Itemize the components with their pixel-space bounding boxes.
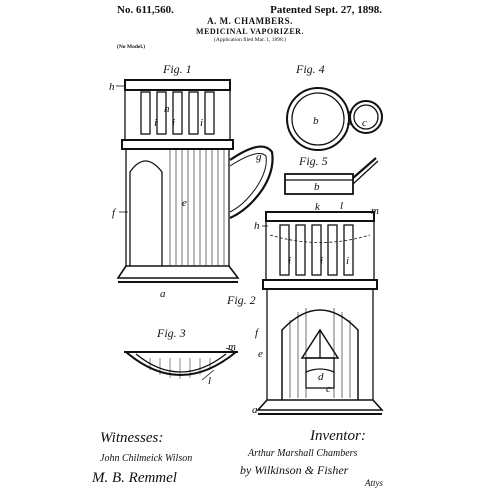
ref-m-fig3: m [228, 341, 236, 353]
fig3-label: Fig. 3 [156, 326, 186, 340]
ref-e-fig1: e [182, 197, 187, 209]
ref-l-fig3: l [208, 375, 211, 387]
ref-k-fig2: k [315, 201, 321, 213]
inventor-heading: Inventor: [310, 428, 366, 444]
fig4-label: Fig. 4 [295, 62, 325, 76]
patent-number: No. 611,560. [117, 4, 174, 16]
ref-b-fig4: b [313, 115, 319, 127]
ref-d-fig2: d [318, 371, 324, 383]
ref-h-fig1: h [109, 81, 115, 93]
ref-h-inner-fig1: h [164, 103, 170, 115]
ref-f-fig1: f [112, 207, 117, 219]
fig5-label: Fig. 5 [298, 154, 328, 168]
witness-2-signature: M. B. Remmel [92, 470, 177, 486]
attorneys-label: Attys [365, 478, 383, 488]
fig1-label: Fig. 1 [162, 62, 192, 76]
ref-i-fig1-b: i [172, 117, 175, 129]
ref-i-fig1-a: i [154, 117, 157, 129]
inventor-name: A. M. CHAMBERS. [207, 16, 293, 26]
attorney-line: by Wilkinson & Fisher [240, 463, 349, 477]
figure-5-cup [284, 157, 379, 195]
ref-e-fig2: e [258, 348, 263, 360]
ref-i-fig1-c: i [200, 117, 203, 129]
ref-i-fig2-b: i [320, 255, 323, 267]
model-note: (No Model.) [117, 44, 146, 50]
ref-i-fig2-a: i [288, 255, 291, 267]
witnesses-heading: Witnesses: [100, 430, 164, 446]
fig2-label: Fig. 2 [226, 293, 256, 307]
witness-1-signature: John Chilmeick Wilson [100, 453, 193, 464]
inventor-signature: Arthur Marshall Chambers [248, 448, 358, 459]
ref-c-fig4: c [362, 117, 367, 129]
ref-g-fig1: g [256, 151, 262, 163]
patent-title: MEDICINAL VAPORIZER. [196, 27, 304, 36]
figure-4-lid [286, 87, 383, 151]
figure-3-dish [124, 351, 238, 379]
ref-c-fig2: c [326, 383, 331, 395]
ref-m-fig2: m [371, 205, 379, 217]
figure-2-section [256, 211, 384, 415]
ref-l-fig2: l [340, 200, 343, 212]
application-date: (Application filed Mar. 1, 1898.) [214, 37, 286, 43]
ref-i-fig2-c: i [346, 255, 349, 267]
ref-b-fig5: b [314, 181, 320, 193]
ref-a-fig1: a [160, 288, 166, 300]
ref-a-fig2: a [252, 404, 258, 416]
ref-f-fig2: f [255, 327, 260, 339]
patent-date: Patented Sept. 27, 1898. [270, 4, 382, 16]
ref-h-fig2: h [254, 220, 260, 232]
figure-1-vaporizer [116, 79, 274, 283]
